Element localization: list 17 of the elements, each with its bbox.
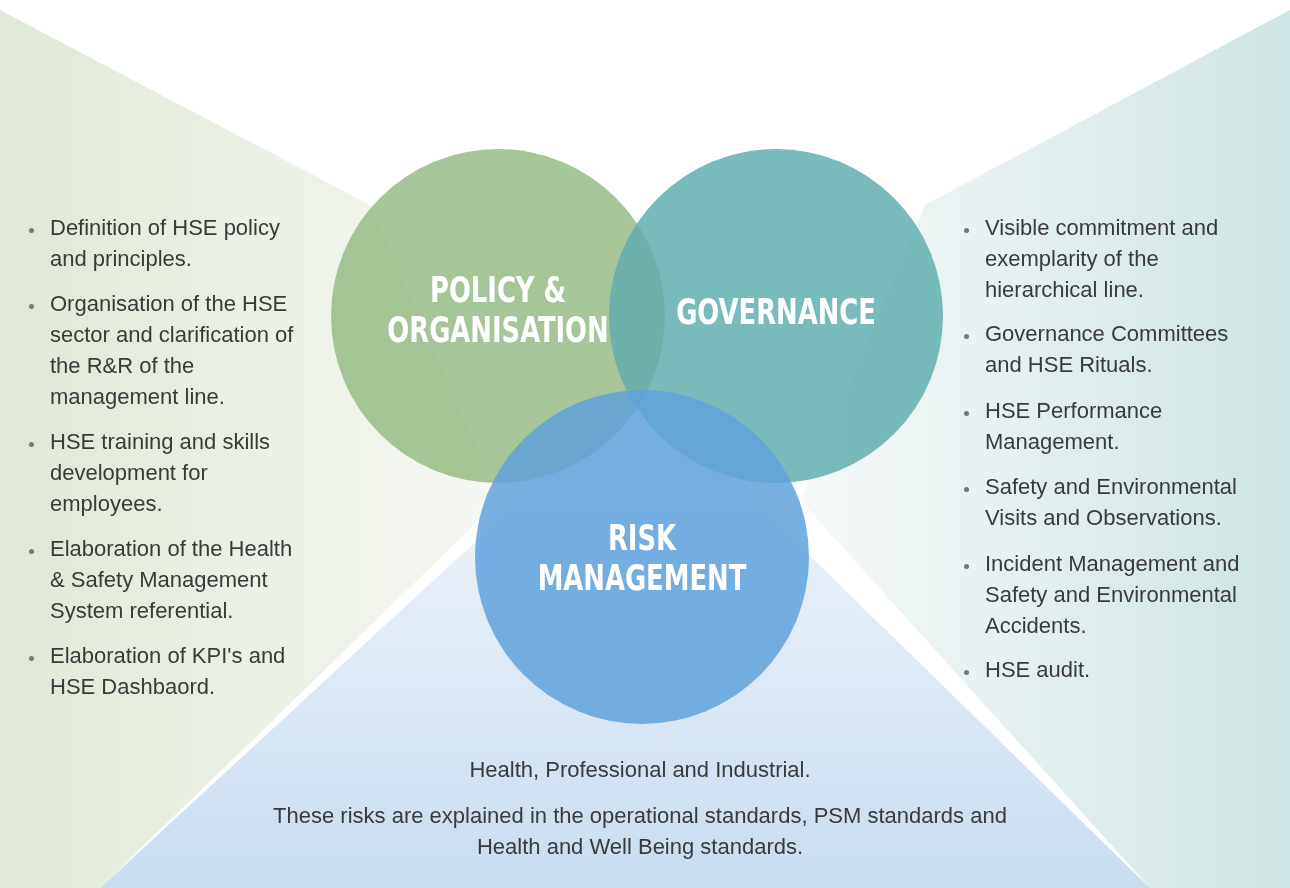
- bullet-item: Visible commitment and exemplarity of the hierarchical line.: [961, 212, 1267, 305]
- description-text: These risks are explained in the operational standards, PSM standards and Health and Well Being standards.: [272, 802, 1008, 861]
- circle-title: POLICY & ORGANISATION: [386, 270, 610, 350]
- circle-title: RISK MANAGEMENT: [536, 518, 748, 598]
- bullet-item: Incident Management and Safety and Environmental Accidents.: [961, 548, 1267, 641]
- description-text: Health, Professional and Industrial.: [468, 756, 812, 784]
- bullet-item: Safety and Environmental Visits and Observations.: [961, 471, 1267, 533]
- bullet-item: Elaboration of the Health & Safety Management System referential.: [26, 533, 312, 626]
- bullet-item: Definition of HSE policy and principles.: [26, 212, 312, 274]
- bullet-item: Organisation of the HSE sector and clarification of the R&R of the management line.: [26, 288, 312, 412]
- circle-title: GOVERNANCE: [675, 292, 877, 332]
- bullet-item: HSE audit.: [961, 654, 1267, 685]
- bullet-item: HSE training and skills development for employees.: [26, 426, 312, 519]
- venn-circle: [475, 390, 809, 724]
- bullet-item: HSE Performance Management.: [961, 395, 1267, 457]
- bullet-item: Governance Committees and HSE Rituals.: [961, 318, 1267, 380]
- bullet-item: Elaboration of KPI's and HSE Dashbaord.: [26, 640, 312, 702]
